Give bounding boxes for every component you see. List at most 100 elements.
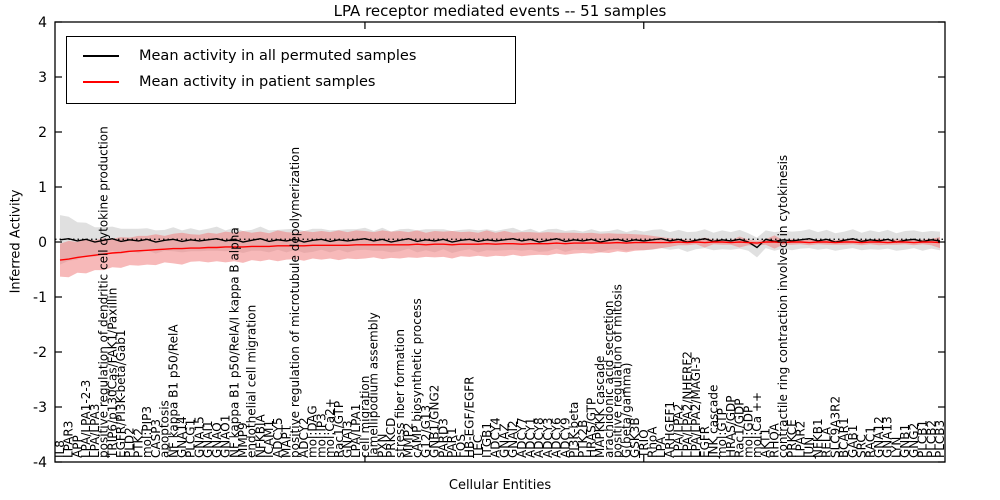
x-tick-label: apoptosis	[158, 400, 172, 458]
x-tick-label: GAB1	[846, 425, 860, 458]
x-tick-label: PLCB1	[916, 420, 930, 458]
x-tick-label: GSK3B	[628, 417, 642, 458]
x-tick-label: AKT1	[759, 428, 773, 458]
patient-mean-line	[59, 241, 941, 261]
x-tick-label: LPA/LPA2/NHERF2	[680, 351, 694, 458]
x-tick-label: PRKCD	[384, 418, 398, 458]
x-tick-label: SRC	[855, 434, 869, 458]
x-tick-label: GNA15	[192, 416, 206, 458]
x-tick-label: BCAR1	[837, 417, 851, 458]
x-tick-label: LPA/LPA1	[349, 404, 363, 458]
x-tick-label: GNA14	[175, 416, 189, 458]
x-tick-label: GNB1/GNG2	[428, 385, 442, 458]
x-tick-label: ADCY9	[558, 417, 572, 458]
x-tick-label: GNAZ	[497, 423, 511, 458]
x-tick-label: ADCY7	[515, 417, 529, 458]
x-tick-label: TRIO	[637, 429, 651, 459]
x-tick-label: PAR1	[445, 427, 459, 458]
x-tick-label: IL8	[53, 440, 67, 458]
x-tick-label: ADCY8	[532, 417, 546, 458]
x-tick-label: JUN	[802, 437, 816, 459]
x-tick-label: PTK2B	[576, 420, 590, 458]
x-tick-label: LPA/LPA1-2-3	[79, 380, 93, 458]
legend-label-patient: Mean activity in patient samples	[139, 74, 376, 90]
y-tick-label: 0	[38, 235, 47, 251]
x-tick-label: ADCY4	[489, 417, 503, 458]
x-tick-label: LPA/LPA2/MAGI-3	[689, 356, 703, 458]
x-tick-label: HRAS/GTP	[584, 398, 598, 458]
x-tick-label: GNAQ	[210, 422, 224, 458]
x-tick-label: GNB1	[898, 424, 912, 458]
x-tick-label: NF kappa B1 p50/RelA	[166, 324, 180, 458]
x-tick-label: positive regulation of microtubule depol…	[288, 147, 302, 458]
y-tick-label: 3	[38, 70, 47, 86]
x-tick-label: LYN	[889, 437, 903, 458]
x-tick-label: Rac1/GDP	[733, 399, 747, 458]
legend: Mean activity in all permuted samples Me…	[66, 36, 516, 104]
y-tick-label: -2	[33, 345, 47, 361]
permuted-mean-line	[59, 237, 941, 249]
x-tick-label: lamellipodium assembly	[367, 312, 381, 458]
x-tick-label: stress fiber formation	[393, 329, 407, 458]
x-tick-label: PARD3	[436, 418, 450, 458]
y-tick-label: -1	[33, 290, 47, 306]
x-tick-label: positive regulation of dendritic cell cy…	[97, 126, 111, 458]
x-tick-label: PTK2	[131, 428, 145, 458]
x-tick-label: EGFR	[698, 426, 712, 458]
x-tick-label: PLCB3	[933, 420, 947, 458]
x-tick-label: RAC1	[863, 426, 877, 458]
x-tick-label: NFKB1	[811, 418, 825, 458]
legend-item-patient: Mean activity in patient samples	[67, 69, 515, 95]
x-tick-label: FOS	[454, 434, 468, 458]
x-tick-label: mol:PIP3	[140, 406, 154, 458]
x-tick-label: PLD2	[123, 427, 137, 458]
x-tick-label: MMP9	[236, 422, 250, 458]
x-tick-label: PI3K-beta	[567, 402, 581, 458]
x-tick-label: GNAI2	[506, 420, 520, 458]
x-tick-label: positive regulation of mitosis	[611, 284, 625, 458]
x-tick-label: LPA	[654, 436, 668, 458]
x-tick-label: JNK cascade	[706, 385, 720, 459]
x-tick-label: CASP3	[149, 419, 163, 458]
x-tick-label: GNAO1	[219, 415, 233, 458]
x-tick-label: EGFR/PI3K-beta/Gab1	[114, 329, 128, 458]
x-tick-label: NF kappa B1 p50/RelA/I kappa B alpha	[227, 227, 241, 458]
x-tick-label: GNG2	[907, 423, 921, 458]
y-tick-label: 4	[38, 15, 47, 31]
x-tick-label: cell migration	[358, 376, 372, 458]
x-tick-label: ADCY3	[541, 417, 555, 458]
x-tick-label: LPA/LPA2	[672, 404, 686, 458]
x-tick-label: PLCB2	[924, 420, 938, 458]
x-tick-label: G12/G13	[419, 405, 433, 458]
y-tick-label: -4	[33, 455, 47, 471]
x-tick-label: SLC9A3R2	[828, 396, 842, 458]
x-tick-label: PRKCE	[785, 419, 799, 458]
x-tick-label: RHOA	[767, 422, 781, 458]
x-tick-label: APP	[70, 435, 84, 458]
x-tick-label: mol:IP3	[314, 413, 328, 458]
chart-title: LPA receptor mediated events -- 51 sampl…	[333, 2, 667, 20]
x-tick-label: LPAR2	[794, 421, 808, 458]
x-tick-label: HB-EGF/EGFR	[463, 376, 477, 458]
x-tick-label: PLCG1	[184, 419, 198, 458]
x-tick-label: ITGB1	[480, 422, 494, 458]
x-tick-label: TRIP6/p130Cas/FAK1/Paxillin	[105, 288, 119, 459]
legend-item-permuted: Mean activity in all permuted samples	[67, 43, 515, 69]
x-tick-label: ADCY5	[271, 417, 285, 458]
x-tick-label: endothelial cell migration	[245, 305, 259, 458]
x-tick-label: ADCY1	[523, 417, 537, 458]
x-tick-label: LPAR3	[62, 421, 76, 458]
x-tick-label: MAPT	[280, 424, 294, 458]
legend-label-permuted: Mean activity in all permuted samples	[139, 48, 417, 64]
x-tick-label: mol:GDP	[741, 406, 755, 458]
x-tick-label: RhoA	[645, 426, 659, 458]
x-tick-label: HRAS/GDP	[724, 395, 738, 458]
x-tick-label: GNAI1	[201, 420, 215, 458]
x-tick-label: mol:GTP	[715, 408, 729, 458]
x-tick-label: cAMP biosynthetic process	[410, 298, 424, 458]
x-tick-label: NFKBIA	[253, 413, 267, 458]
x-tick-label: MMP2	[402, 422, 416, 458]
x-tick-label: PXN	[375, 434, 389, 458]
